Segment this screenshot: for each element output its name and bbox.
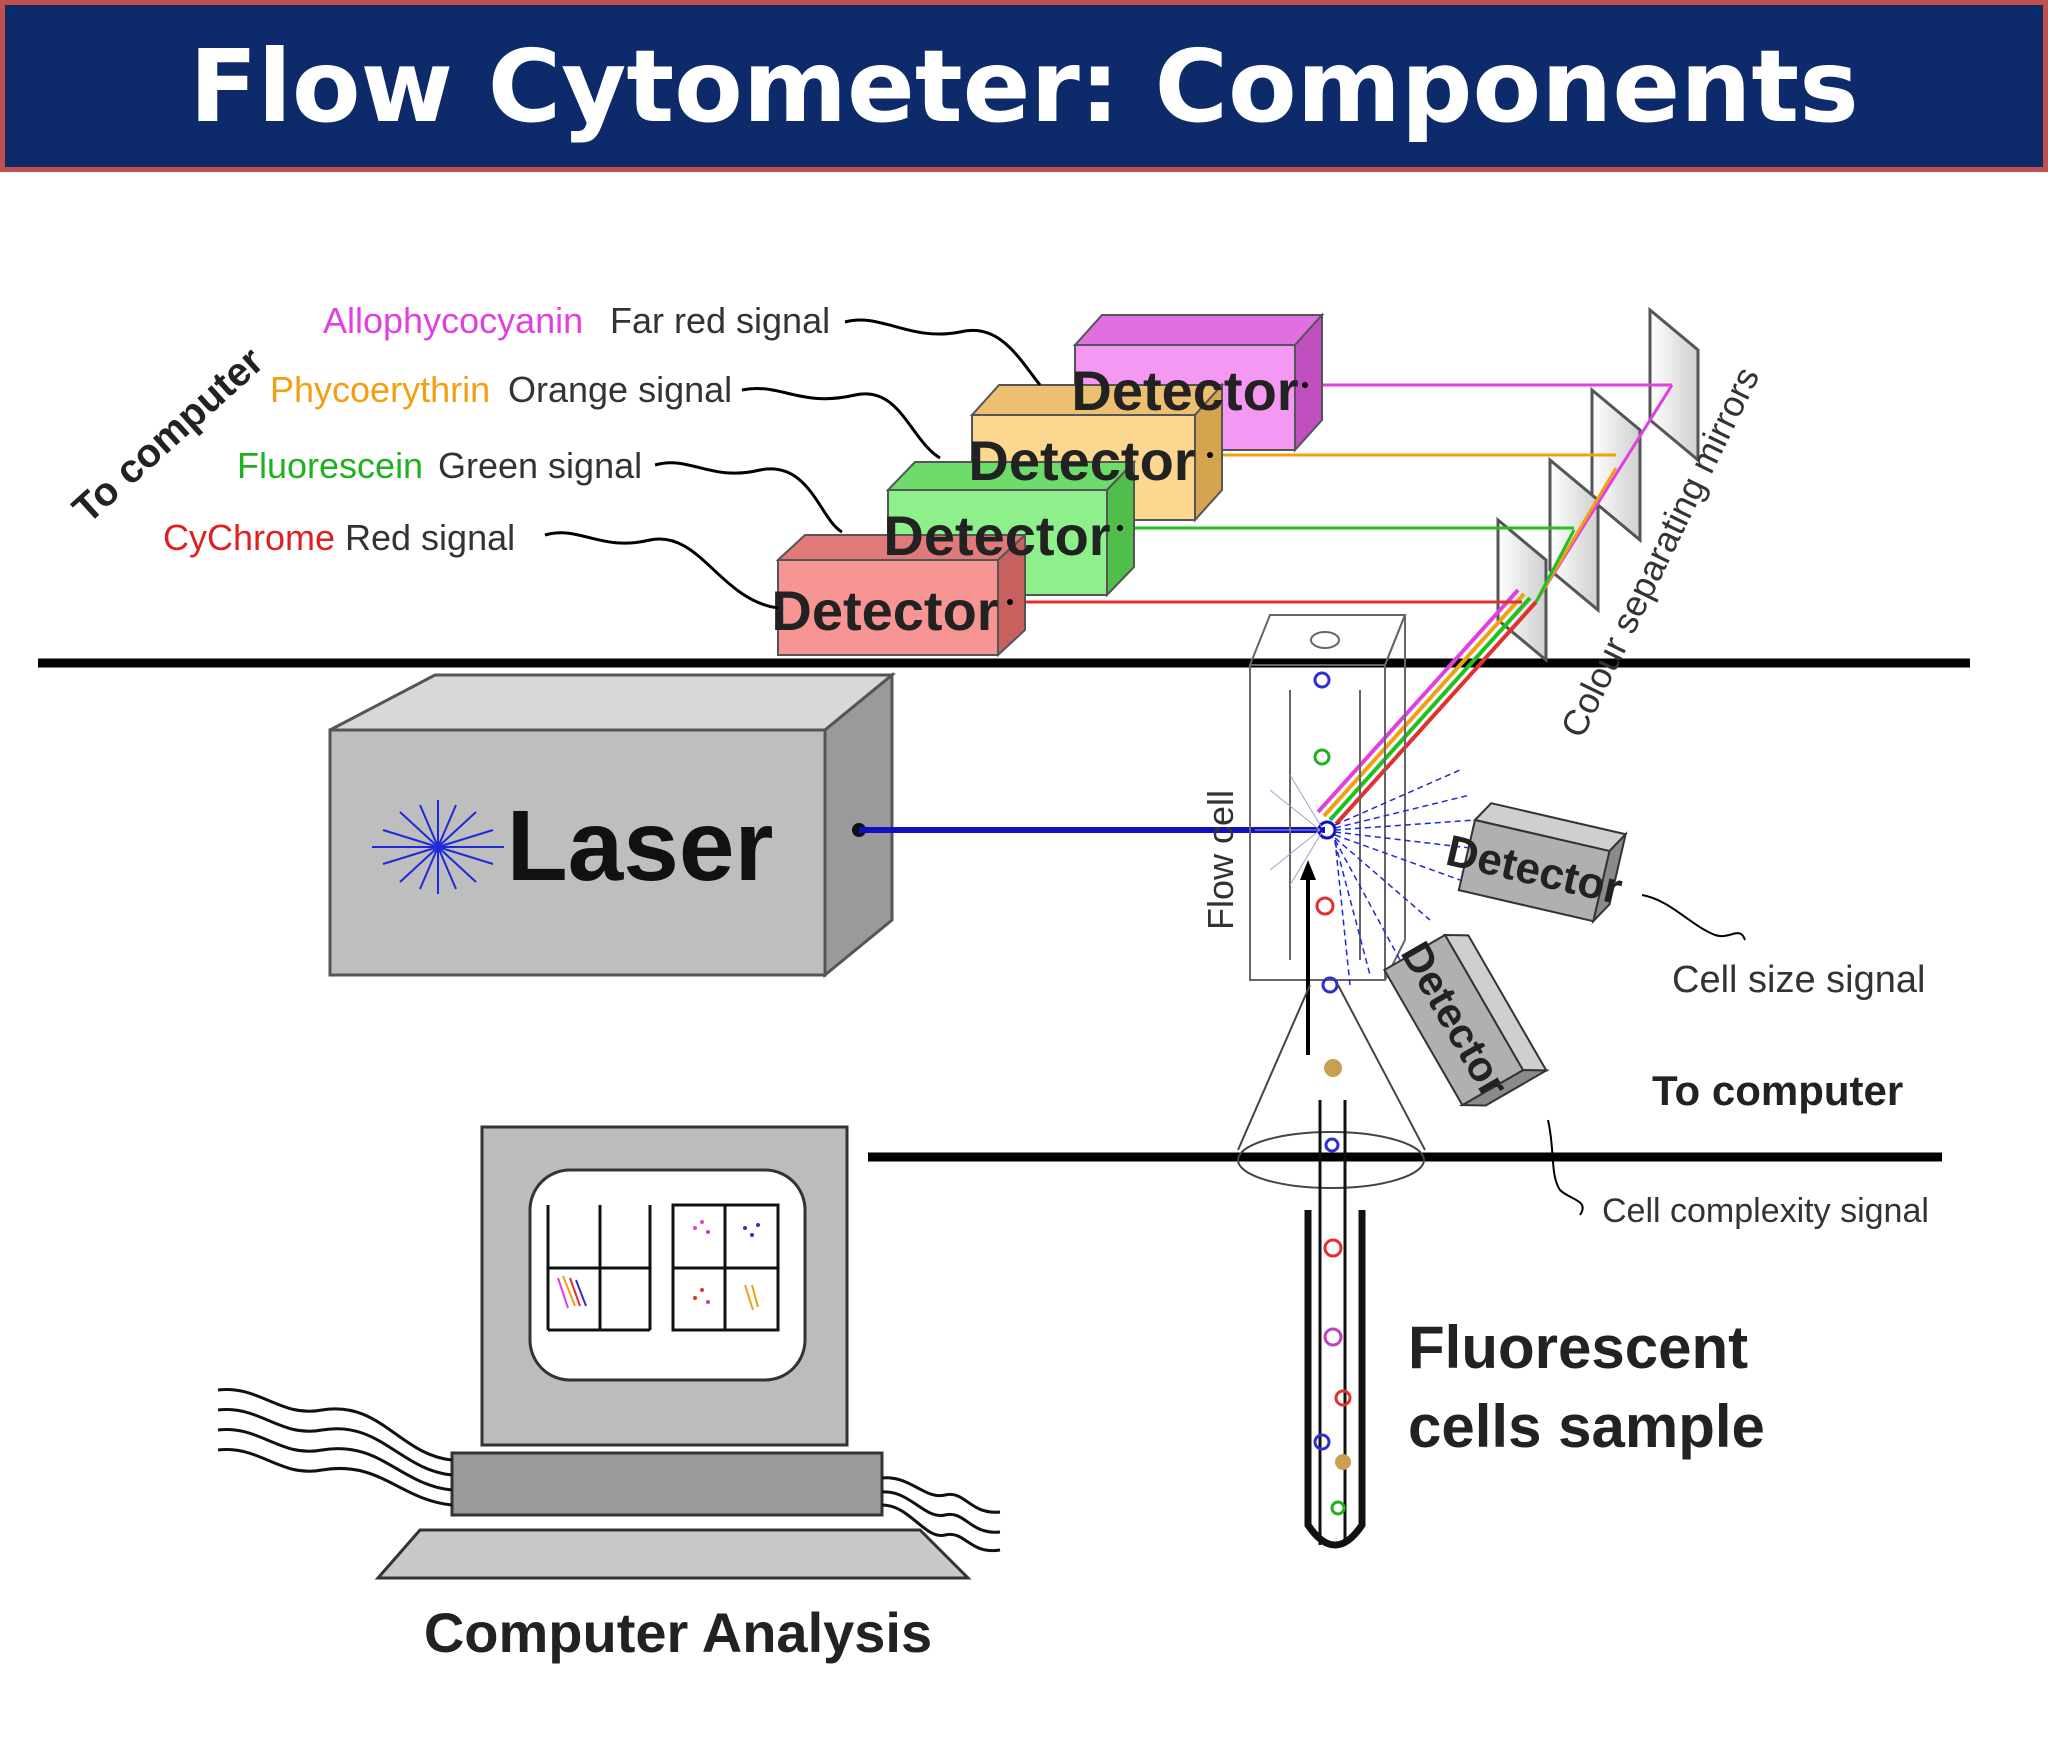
sample-tube-cells [1313, 1137, 1352, 1516]
signal-red: Red signal [345, 517, 515, 558]
flow-cell [1248, 614, 1407, 981]
sample-label-line2: cells sample [1408, 1393, 1765, 1460]
signal-orange: Orange signal [508, 369, 732, 410]
side-detector-cables [1547, 894, 1746, 1216]
dye-phycoerythrin: Phycoerythrin [270, 369, 490, 410]
sample-label-line1: Fluorescent [1408, 1314, 1748, 1381]
detector-red [775, 532, 1028, 658]
computer-cables [217, 1387, 1001, 1553]
to-computer-label-top: To computer [65, 339, 272, 532]
computer-monitor [480, 1125, 849, 1447]
signal-cables [544, 318, 1042, 610]
computer-analysis-label: Computer Analysis [424, 1601, 932, 1664]
laser-box [328, 671, 897, 979]
detector-label-orange: Detector [968, 429, 1195, 492]
detector-label-red: Detector [771, 579, 998, 642]
side-detector-complexity: Detector [1383, 933, 1550, 1107]
side-detector-size: Detector [1442, 802, 1628, 925]
detector-label-far-red: Detector [1071, 359, 1298, 422]
monitor-plot-right-data [693, 1220, 760, 1311]
signal-green: Green signal [438, 445, 642, 486]
dye-cychrome: CyChrome [163, 517, 335, 558]
dye-allophycocyanin: Allophycocyanin [323, 300, 583, 341]
flow-cell-label: Flow cell [1200, 790, 1241, 930]
sample-capillary [1318, 1100, 1347, 1545]
page-title: Flow Cytometer: Components [189, 27, 1859, 145]
monitor-plot-left-data [557, 1275, 587, 1309]
title-bar [0, 0, 2048, 172]
sample-nozzle-cone [1237, 984, 1426, 1189]
signal-far-red: Far red signal [610, 300, 830, 341]
cell-complexity-signal-label: Cell complexity signal [1602, 1192, 1929, 1230]
emission-beams [1015, 383, 1674, 826]
computer-base [374, 1451, 972, 1580]
flow-cell-starburst [1255, 774, 1323, 886]
detector-label-green: Detector [883, 504, 1110, 567]
laser-star-icon [372, 800, 504, 894]
dye-fluorescein: Fluorescein [237, 445, 423, 486]
sample-tube [1304, 1210, 1366, 1549]
colour-separating-mirrors [1496, 306, 1700, 664]
monitor-plot-left [546, 1205, 652, 1332]
flow-cell-cells [1313, 671, 1342, 1077]
monitor-plot-right [671, 1203, 780, 1332]
scatter-rays [1334, 769, 1476, 986]
flow-arrow-head-icon [1300, 860, 1316, 880]
to-computer-label-right: To computer [1652, 1067, 1903, 1114]
laser-label: Laser [507, 790, 774, 902]
cell-size-signal-label: Cell size signal [1672, 959, 1925, 1001]
